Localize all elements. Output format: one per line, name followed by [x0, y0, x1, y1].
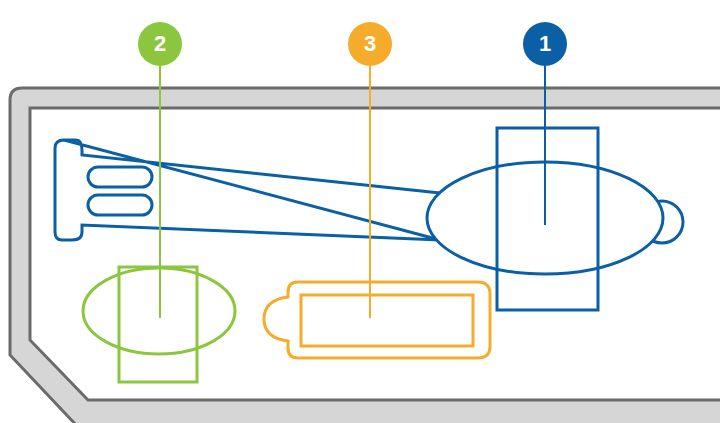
tray-inner: [30, 108, 720, 400]
callout-badge: 2: [138, 22, 182, 66]
battery-part: [264, 282, 490, 358]
leader-line: [369, 66, 371, 318]
callout-badge: 1: [523, 22, 567, 66]
callout-number: 1: [539, 33, 551, 55]
tray-outer: [10, 88, 720, 423]
callout-number: 3: [364, 33, 376, 55]
callout-number: 2: [154, 33, 166, 55]
leader-line: [159, 66, 161, 318]
leader-line: [544, 66, 546, 225]
callout-badge: 3: [348, 22, 392, 66]
